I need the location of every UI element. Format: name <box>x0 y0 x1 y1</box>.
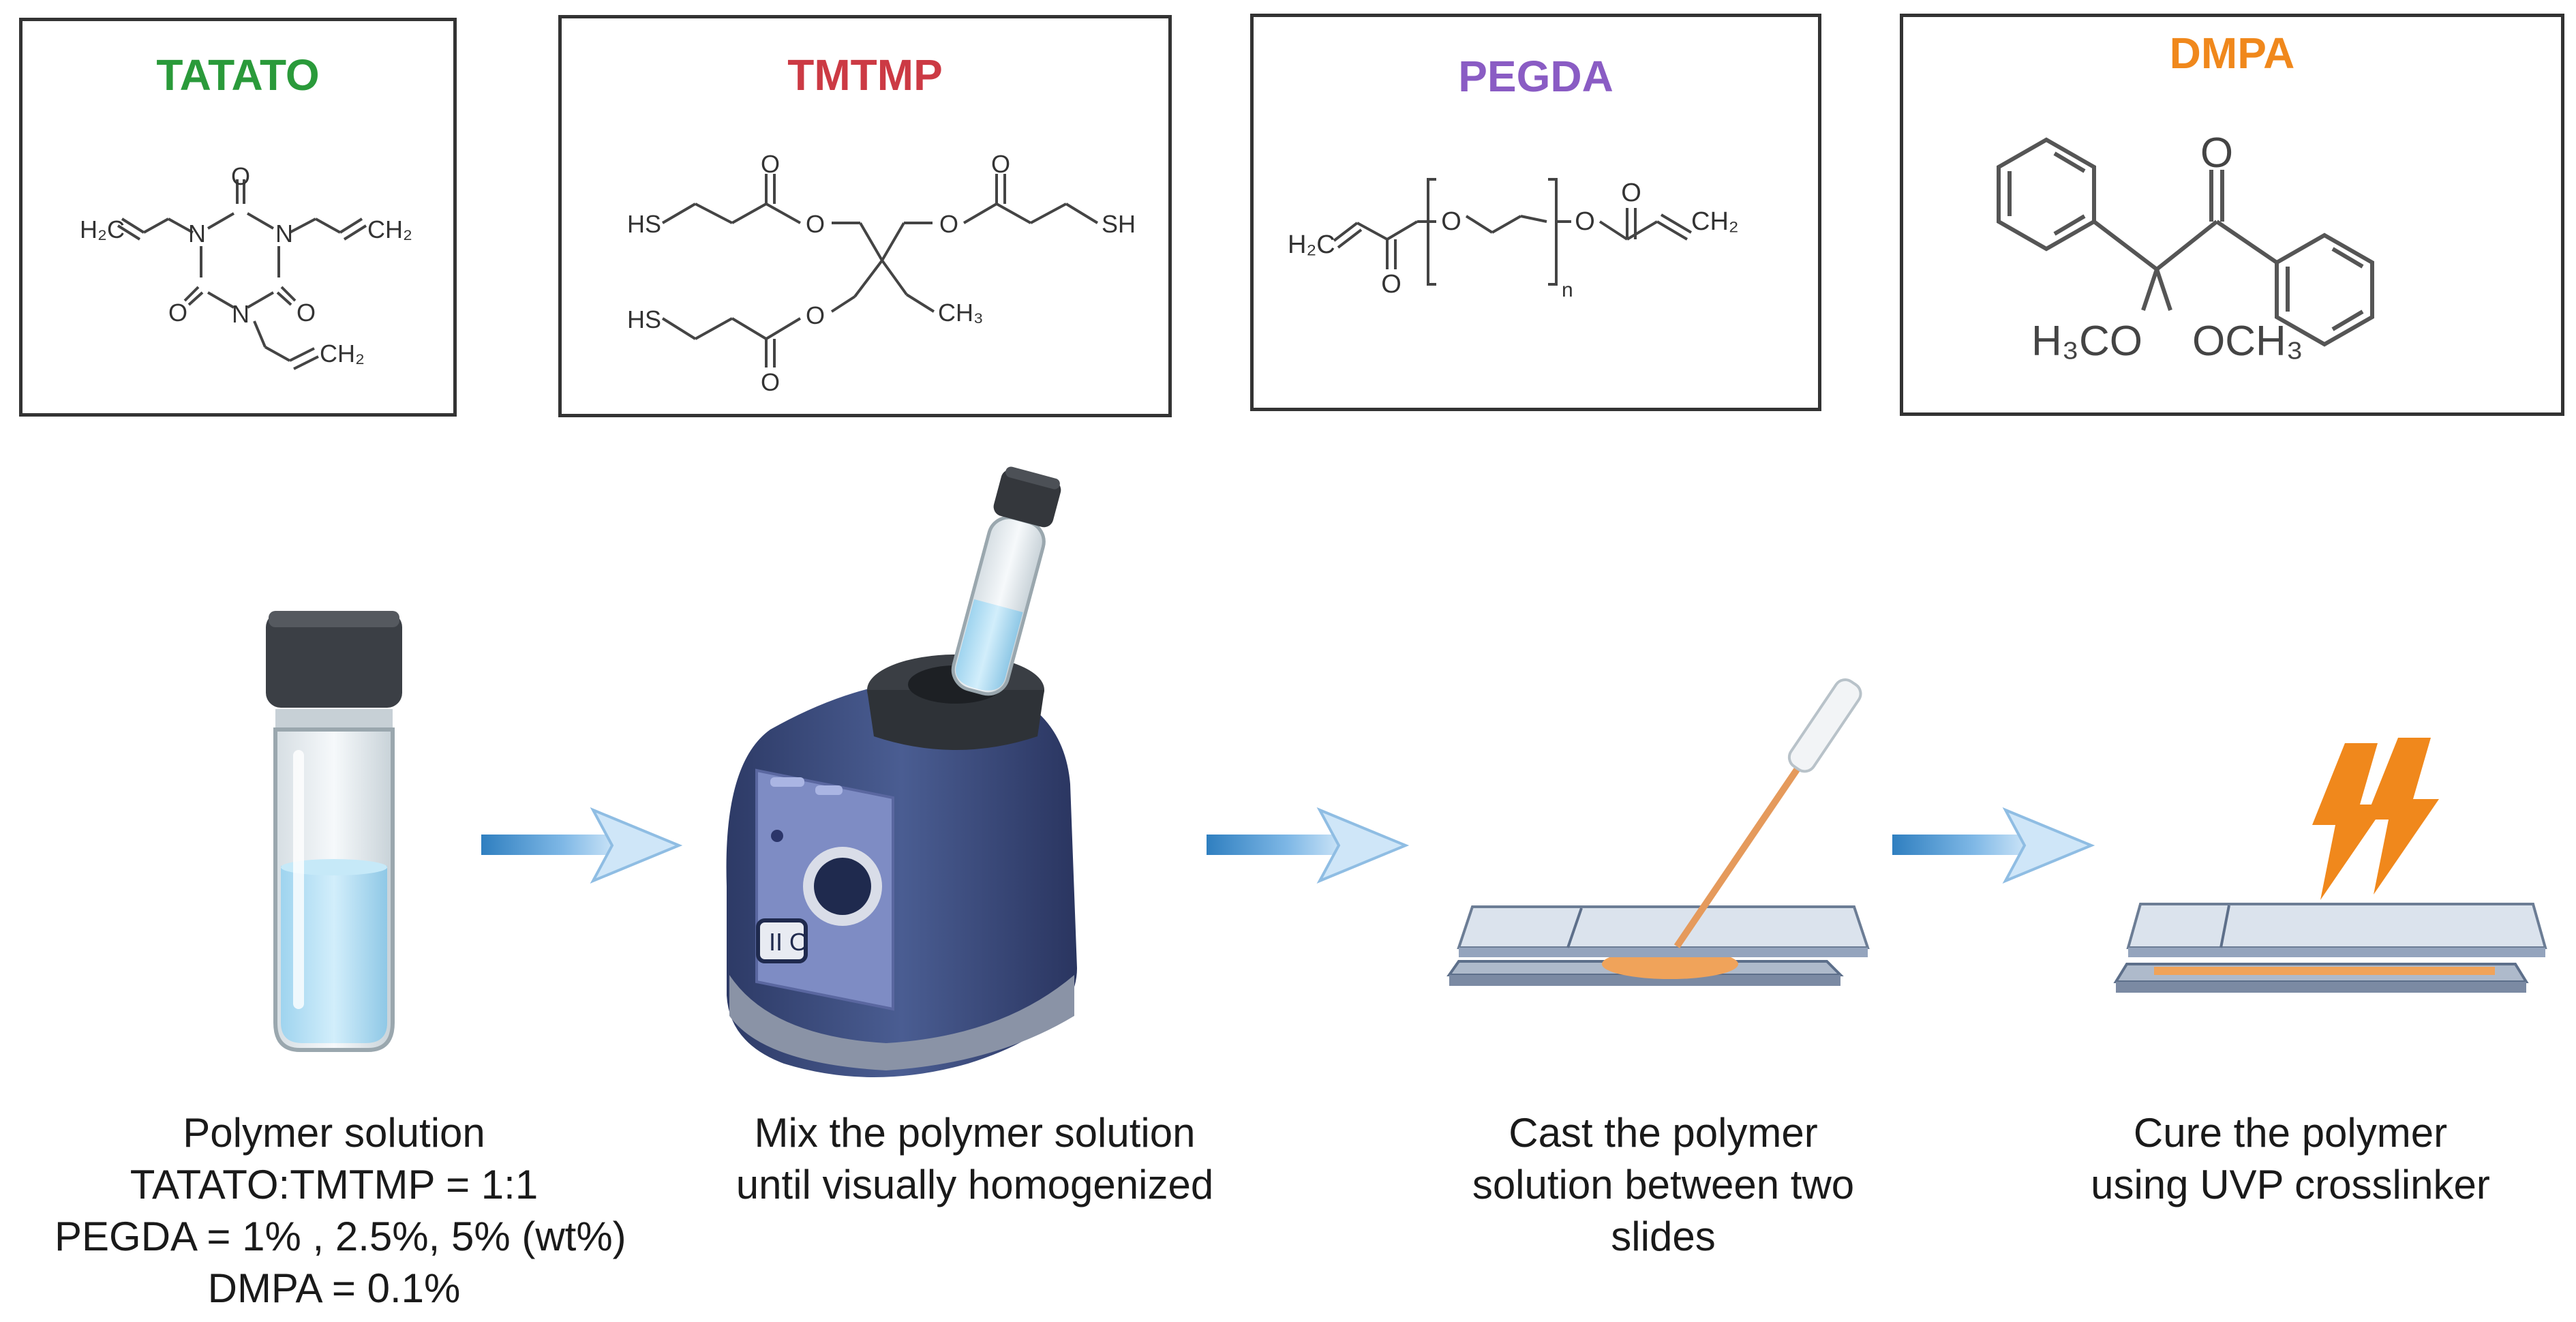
vial-icon <box>266 611 402 1052</box>
step-1-line-4: DMPA = 0.1% <box>207 1265 461 1311</box>
tatato-o-top: O <box>231 162 250 190</box>
tatato-box: TATATO <box>19 18 457 417</box>
tatato-ch2-right-label: CH₂ <box>367 215 412 243</box>
arrow-1-icon <box>481 807 683 884</box>
tmtmp-o-carbonyl-3: O <box>761 368 780 396</box>
slides-curing-icon <box>2113 903 2547 993</box>
tmtmp-o-carbonyl-2: O <box>991 150 1010 178</box>
tatato-h2c-label: H₂C <box>80 215 125 243</box>
svg-text:II O: II O <box>769 928 808 956</box>
step-3-line-1: Cast the polymer <box>1509 1110 1818 1156</box>
step-4-caption: Cure the polymer using UVP crosslinker <box>2018 1107 2563 1211</box>
dmpa-och3: OCH₃ <box>2192 318 2303 365</box>
pegda-structure: H₂C O O O O n CH₂ <box>1288 178 1739 301</box>
step-1-caption: Polymer solution TATATO:TMTMP = 1:1 PEGD… <box>55 1107 626 1315</box>
tatato-o-left: O <box>168 299 187 327</box>
dmpa-structure: O H₃CO OCH₃ <box>1997 130 2374 365</box>
tatato-n-bottom: N <box>232 300 249 328</box>
tmtmp-hs-top: HS <box>627 210 661 238</box>
step-3-caption: Cast the polymer solution between two sl… <box>1384 1107 1943 1263</box>
tatato-o-right: O <box>297 299 316 327</box>
pegda-ch2: CH₂ <box>1691 207 1739 236</box>
dmpa-h3co: H₃CO <box>2031 318 2142 365</box>
tmtmp-sh-right: SH <box>1102 210 1136 238</box>
step-3-line-3: slides <box>1611 1214 1716 1259</box>
pegda-o-ester-right: O <box>1575 207 1595 236</box>
lightning-icon <box>2312 738 2439 900</box>
pegda-title: PEGDA <box>1458 52 1613 101</box>
pegda-o-ether: O <box>1441 207 1461 236</box>
tmtmp-o-ester-2: O <box>939 210 958 238</box>
tmtmp-o-carbonyl-1: O <box>761 150 780 178</box>
tmtmp-box: TMTMP <box>558 15 1172 417</box>
pegda-o-carbonyl-right: O <box>1621 179 1641 207</box>
tmtmp-o-ester-1: O <box>806 210 825 238</box>
tatato-n-left: N <box>188 220 206 247</box>
step-1-line-2: TATATO:TMTMP = 1:1 <box>130 1162 539 1207</box>
step-2-line-1: Mix the polymer solution <box>754 1110 1196 1156</box>
slides-casting-icon <box>1446 678 1870 986</box>
pegda-h2c: H₂C <box>1288 230 1335 259</box>
step-2-caption: Mix the polymer solution until visually … <box>668 1107 1282 1211</box>
tatato-structure: O N N N O O H₂C CH₂ CH₂ <box>80 162 412 370</box>
tmtmp-structure: O O O O O O HS SH HS CH₃ <box>627 150 1136 396</box>
arrow-2-icon <box>1207 807 1410 884</box>
dmpa-o-carbonyl: O <box>2200 130 2233 177</box>
dmpa-title: DMPA <box>2169 29 2295 78</box>
dmpa-box: DMPA <box>1900 14 2564 416</box>
step-4-line-1: Cure the polymer <box>2133 1110 2448 1156</box>
step-2-line-2: until visually homogenized <box>736 1162 1214 1207</box>
vortex-mixer-icon: II O <box>726 466 1077 1077</box>
step-3-line-2: solution between two <box>1472 1162 1855 1207</box>
tmtmp-o-ester-3: O <box>806 301 825 329</box>
tmtmp-title: TMTMP <box>787 50 943 100</box>
tmtmp-ch3: CH₃ <box>938 299 984 327</box>
step-4-line-2: using UVP crosslinker <box>2091 1162 2490 1207</box>
arrow-3-icon <box>1892 807 2095 884</box>
step-1-line-1: Polymer solution <box>183 1110 485 1156</box>
pegda-box: PEGDA <box>1250 14 1821 411</box>
pegda-o-carbonyl-left: O <box>1381 270 1401 299</box>
tatato-n-right: N <box>275 220 293 247</box>
step-1-line-3: PEGDA = 1% , 2.5%, 5% (wt%) <box>55 1214 626 1259</box>
tmtmp-hs-bottom: HS <box>627 305 661 333</box>
tatato-ch2-bottom-label: CH₂ <box>320 340 365 367</box>
pegda-n-subscript: n <box>1562 279 1573 301</box>
tatato-title: TATATO <box>156 50 320 100</box>
